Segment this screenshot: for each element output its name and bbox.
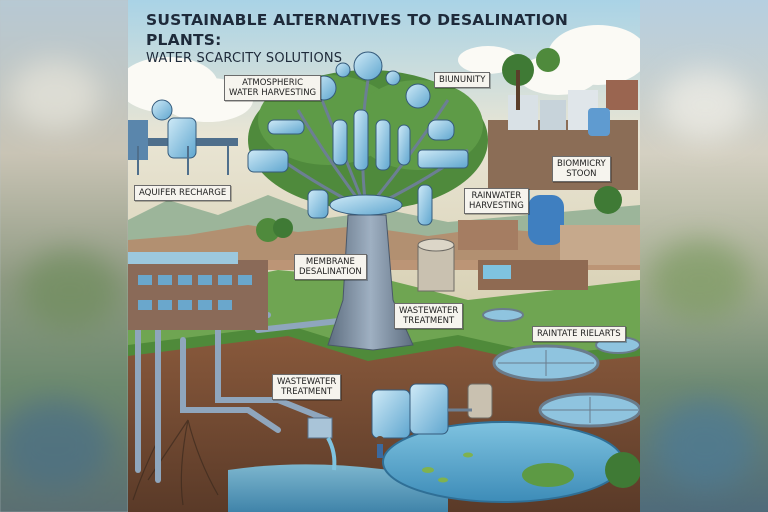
label-line: WATER HARVESTING bbox=[229, 88, 317, 98]
label-raintate-rielarts: RAINTATE RIELARTS bbox=[532, 326, 626, 342]
label-line: TREATMENT bbox=[281, 387, 333, 397]
label-line: DESALINATION bbox=[299, 267, 362, 277]
storage-tanks bbox=[371, 383, 493, 439]
label-biunity: BIUNUNITY bbox=[434, 72, 491, 88]
outflow-box bbox=[307, 417, 333, 439]
right-blurred-margin bbox=[640, 0, 768, 512]
label-line: HARVESTING bbox=[469, 201, 524, 211]
title: SUSTAINABLE ALTERNATIVES TO DESALINATION… bbox=[146, 10, 636, 68]
silo bbox=[417, 238, 455, 292]
label-line: BIUNUNITY bbox=[439, 75, 486, 85]
label-line: STOON bbox=[566, 169, 597, 179]
aquifer-tower bbox=[128, 99, 238, 175]
label-line: AQUIFER RECHARGE bbox=[139, 188, 227, 198]
trees bbox=[256, 48, 640, 488]
label-atmospheric-water-harvesting: ATMOSPHERIC WATER HARVESTING bbox=[224, 75, 322, 101]
label-line: WASTEWATER bbox=[399, 306, 459, 316]
label-line: BIOMMICRY bbox=[557, 159, 606, 169]
label-line: RAINWATER bbox=[471, 191, 522, 201]
label-rainwater-harvesting: RAINWATER HARVESTING bbox=[464, 188, 529, 214]
label-line: WASTEWATER bbox=[277, 377, 337, 387]
illustration: SUSTAINABLE ALTERNATIVES TO DESALINATION… bbox=[128, 0, 640, 512]
left-blurred-margin bbox=[0, 0, 128, 512]
label-wastewater-treatment-lower: WASTEWATER TREATMENT bbox=[272, 374, 342, 400]
label-line: MEMBRANE bbox=[305, 257, 355, 267]
label-line: TREATMENT bbox=[403, 316, 455, 326]
label-line: RAINTATE RIELARTS bbox=[537, 329, 621, 339]
title-line-2: WATER SCARCITY SOLUTIONS bbox=[146, 51, 343, 66]
label-line: ATMOSPHERIC bbox=[242, 78, 304, 88]
outflow-stream bbox=[326, 437, 337, 471]
label-aquifer-recharge: AQUIFER RECHARGE bbox=[134, 185, 232, 201]
pond-island bbox=[522, 463, 574, 487]
building-windows bbox=[138, 275, 252, 310]
lily-pads bbox=[422, 452, 473, 483]
label-wastewater-treatment-upper: WASTEWATER TREATMENT bbox=[394, 303, 464, 329]
label-biomimicry: BIOMMICRY STOON bbox=[552, 156, 611, 182]
person bbox=[376, 436, 384, 458]
title-line-1: SUSTAINABLE ALTERNATIVES TO DESALINATION… bbox=[146, 11, 568, 49]
illustration-art bbox=[128, 0, 640, 512]
label-membrane-desalination: MEMBRANE DESALINATION bbox=[294, 254, 367, 280]
rooftop-pool bbox=[128, 252, 238, 264]
left-building bbox=[128, 260, 268, 330]
